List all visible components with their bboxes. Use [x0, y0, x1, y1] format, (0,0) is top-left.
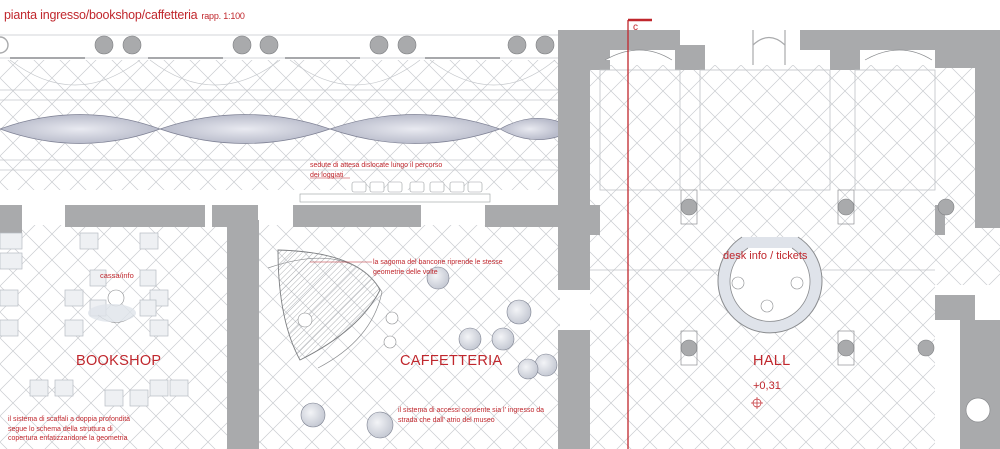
cafe-tables	[300, 266, 558, 439]
bookshop-shelving	[0, 232, 189, 407]
title-scale: rapp. 1:100	[201, 11, 245, 21]
hall-columns	[680, 189, 955, 366]
cafe-counter	[277, 249, 381, 361]
room-label-caffetteria: CAFFETTERIA	[400, 353, 503, 369]
facade-columns	[94, 35, 555, 55]
section-marker-label: c	[633, 22, 638, 33]
vault-lenses	[0, 114, 561, 144]
cassa-label: cassa/info	[100, 271, 134, 280]
note-sedute: sedute di attesa dislocate lungo il perc…	[310, 162, 443, 179]
room-label-bookshop: BOOKSHOP	[76, 353, 162, 369]
waiting-seats	[299, 181, 491, 203]
hall-desk	[717, 236, 823, 334]
level-label: +0,31	[753, 380, 781, 392]
note-scaffali: il sistema di scaffali a doppia profondi…	[8, 416, 131, 442]
title-main: pianta ingresso/bookshop/caffetteria	[4, 8, 198, 22]
room-label-hall: HALL	[753, 353, 791, 369]
cafe-staff	[297, 311, 399, 349]
facade-arches	[0, 59, 560, 171]
desk-label: desk info / tickets	[723, 250, 808, 262]
level-marker	[751, 397, 763, 409]
walls	[0, 30, 1000, 449]
note-sagoma: la sagoma del bancone riprende le stesse…	[373, 259, 503, 276]
note-accessi: il sistema di accessi consente sia l' in…	[398, 407, 545, 424]
